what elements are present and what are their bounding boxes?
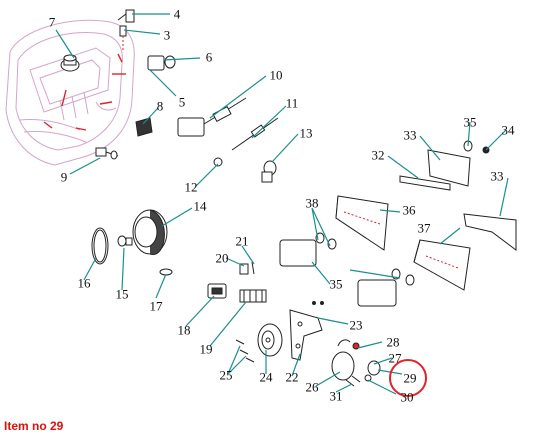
part-label-7[interactable]: 7: [48, 14, 56, 30]
part-label-24[interactable]: 24: [259, 369, 273, 385]
part-21-screw: [251, 261, 255, 275]
part-4-connector: [117, 9, 135, 23]
part-label-38[interactable]: 38: [305, 195, 319, 211]
part-35-lens-upper: [279, 239, 317, 267]
part-12-grommet: [213, 157, 223, 167]
highlight-circle: [389, 359, 427, 397]
part-label-22[interactable]: 22: [285, 369, 299, 385]
part-label-32[interactable]: 32: [371, 147, 385, 163]
part-label-13[interactable]: 13: [299, 125, 313, 141]
part-13-socket: [261, 160, 277, 183]
part-label-37[interactable]: 37: [417, 220, 431, 236]
part-label-12[interactable]: 12: [184, 179, 198, 195]
part-label-26[interactable]: 26: [305, 379, 319, 395]
part-label-25[interactable]: 25: [219, 367, 233, 383]
part-label-8[interactable]: 8: [156, 98, 164, 114]
part-label-33-upper[interactable]: 33: [403, 127, 417, 143]
part-label-21[interactable]: 21: [235, 233, 249, 249]
part-label-10[interactable]: 10: [269, 67, 283, 83]
part-label-16[interactable]: 16: [77, 275, 91, 291]
part-label-35-mid[interactable]: 35: [329, 276, 343, 292]
part-label-11[interactable]: 11: [285, 95, 299, 111]
part-label-17[interactable]: 17: [149, 298, 163, 314]
part-label-4[interactable]: 4: [173, 6, 181, 22]
part-label-36[interactable]: 36: [402, 202, 416, 218]
part-14-reflector: [132, 209, 168, 255]
part-27-28-29-fittings: [352, 342, 381, 382]
part-8-block: [135, 117, 153, 137]
housing-red-markers: [43, 53, 126, 131]
part-label-34[interactable]: 34: [501, 122, 515, 138]
part-25-screws: [235, 339, 255, 363]
part-label-19[interactable]: 19: [199, 341, 213, 357]
part-6-knob: [147, 55, 176, 71]
part-23-fasteners: [312, 301, 324, 305]
part-label-30[interactable]: 30: [400, 389, 414, 405]
part-38-bulbs: [315, 232, 415, 286]
part-36-lamp-box: [335, 195, 389, 251]
part-9-bulb-socket: [95, 147, 119, 160]
part-label-9[interactable]: 9: [60, 169, 68, 185]
part-32-strip: [399, 175, 451, 191]
part-label-20[interactable]: 20: [215, 250, 229, 266]
part-7-switch: [60, 54, 80, 72]
leader-lines: [55, 13, 509, 395]
part-16-ring: [91, 227, 109, 265]
part-label-15[interactable]: 15: [115, 286, 129, 302]
part-24-horn: [257, 323, 283, 357]
part-31-screws: [345, 375, 361, 387]
part-label-18[interactable]: 18: [177, 322, 191, 338]
part-22-bracket: [289, 309, 323, 361]
part-18-connector: [207, 283, 227, 299]
part-label-29[interactable]: 29: [403, 370, 417, 386]
part-label-28[interactable]: 28: [386, 334, 400, 350]
part-26-horn-body: [331, 339, 355, 381]
part-label-5[interactable]: 5: [178, 94, 186, 110]
part-19-terminal-block: [239, 289, 267, 303]
part-11-cable: [231, 117, 279, 151]
part-37-lamp-box: [413, 239, 471, 291]
part-33-bracket-upper: [427, 149, 471, 187]
part-33-bracket-lower: [463, 213, 517, 251]
part-20-clip: [239, 263, 249, 275]
part-35-lens-lower: [357, 279, 397, 307]
part-shapes: [60, 9, 517, 387]
part-label-33-lower[interactable]: 33: [490, 168, 504, 184]
lamp-housing-illustration: [5, 19, 135, 166]
part-label-27[interactable]: 27: [388, 350, 402, 366]
part-10-harness: [177, 97, 247, 137]
part-label-23[interactable]: 23: [349, 317, 363, 333]
part-label-35-top[interactable]: 35: [463, 114, 477, 130]
part-3-clip: [119, 25, 127, 50]
part-label-31[interactable]: 31: [329, 388, 343, 404]
part-15-bulb: [117, 235, 133, 247]
item-caption: Item no 29: [4, 419, 64, 433]
part-label-6[interactable]: 6: [205, 49, 213, 65]
part-label-14[interactable]: 14: [193, 198, 207, 214]
part-label-3[interactable]: 3: [163, 27, 171, 43]
